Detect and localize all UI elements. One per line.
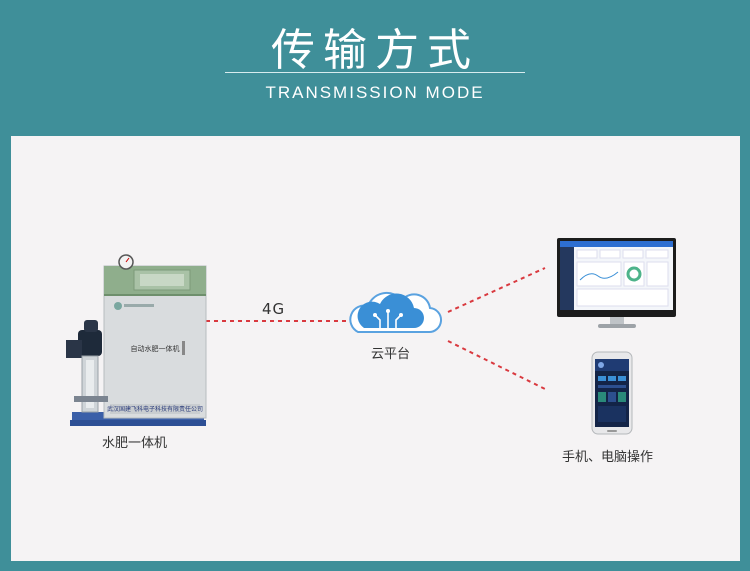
phone-image (591, 351, 633, 435)
page-title: 传输方式 (271, 25, 479, 76)
title-divider (225, 72, 525, 73)
link-cloud-computer-line (447, 267, 546, 313)
page-subtitle: TRANSMISSION MODE (265, 83, 485, 102)
machine-panel-text: 自动水肥一体机 (131, 344, 180, 353)
link-4g-label: 4G (262, 300, 286, 318)
devices-label: 手机、电脑操作 (562, 450, 654, 465)
monitor-image (557, 238, 676, 328)
fertigation-machine-image (66, 254, 207, 426)
links (206, 267, 546, 390)
link-cloud-phone-line (447, 340, 546, 390)
cloud-icon (349, 291, 442, 334)
machine-company-text: 武汉国建飞科电子科技有限责任公司 (107, 405, 203, 413)
header: 传输方式 TRANSMISSION MODE (0, 0, 750, 130)
machine-label: 水肥一体机 (102, 436, 168, 451)
cloud-platform-label: 云平台 (371, 347, 411, 362)
